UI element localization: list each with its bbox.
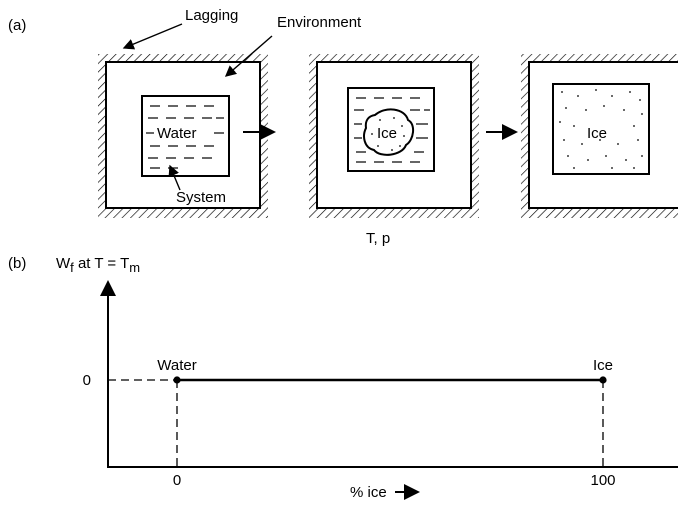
lagging-label: Lagging [185, 7, 238, 24]
lagging-arrow [122, 23, 183, 50]
x-tick-label-1: 100 [590, 472, 615, 489]
ice-blob [363, 108, 414, 156]
ice-blob-dots [371, 117, 405, 151]
point-label-0: Water [157, 357, 196, 374]
stage-1-vessel: Water [98, 54, 268, 218]
stage-3-vessel: Ice [521, 54, 678, 218]
data-point-1 [599, 376, 607, 384]
y-tick-label-0: 0 [83, 372, 91, 389]
y-axis-label: Wf at T = Tm [56, 255, 140, 275]
x-tick-label-0: 0 [173, 472, 181, 489]
stage-2-vessel: Ice [309, 54, 479, 218]
part-b-tag: (b) [8, 255, 26, 272]
part-a-tag: (a) [8, 17, 26, 34]
conditions-label: T, p [366, 230, 390, 247]
stage-3-ice-dots [559, 89, 643, 169]
stage-1-water-dashes [146, 105, 224, 169]
x-axis-label: % ice [350, 484, 387, 501]
environment-arrow [224, 35, 273, 77]
data-point-0 [173, 376, 181, 384]
plot-area: Water Ice 0 100 0 [83, 357, 616, 489]
system-arrow [168, 164, 181, 191]
stage-3-content-label: Ice [587, 125, 607, 142]
stage-1-content-label: Water [157, 125, 196, 142]
system-label: System [176, 189, 226, 206]
stage-2-water-dashes [354, 97, 430, 163]
stage-2-content-label: Ice [377, 125, 397, 142]
environment-label: Environment [277, 14, 362, 31]
point-label-1: Ice [593, 357, 613, 374]
